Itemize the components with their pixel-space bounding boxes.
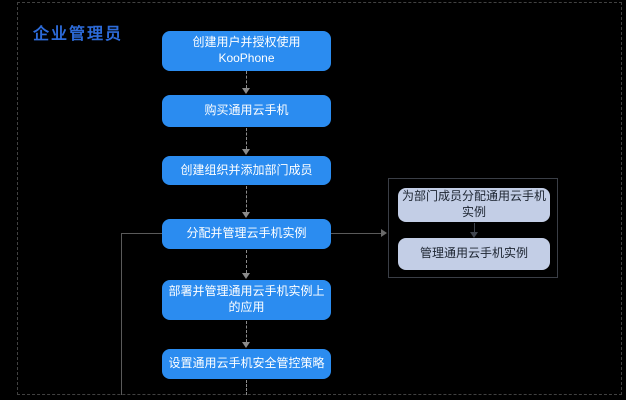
swimlane-title: 企业管理员: [33, 26, 124, 43]
flow-node-purchase-cloud-phone: 购买通用云手机: [162, 95, 331, 127]
connector-continuation-line: [246, 380, 247, 395]
loop-line-horizontal: [121, 233, 162, 234]
flow-node-create-user: 创建用户并授权使用 KooPhone: [162, 31, 331, 71]
arrow-down-icon: [242, 273, 250, 279]
connector-line-3: [246, 186, 247, 212]
arrow-down-icon: [242, 342, 250, 348]
connector-line-5: [246, 321, 247, 342]
branch-inner-connector-line: [474, 223, 475, 232]
arrow-down-icon: [242, 149, 250, 155]
flow-node-deploy-apps: 部署并管理通用云手机实例上 的应用: [162, 280, 331, 320]
flow-node-create-org: 创建组织并添加部门成员: [162, 156, 331, 185]
arrow-down-icon: [470, 232, 478, 238]
arrow-down-icon: [242, 88, 250, 94]
loop-line-vertical: [121, 233, 122, 395]
connector-line-4: [246, 250, 247, 273]
arrow-right-icon: [381, 229, 387, 237]
branch-node-assign-member-instances: 为部门成员分配通用云手机 实例: [398, 188, 550, 222]
connector-line-1: [246, 71, 247, 88]
arrow-down-icon: [242, 212, 250, 218]
flow-node-assign-manage-instances: 分配并管理云手机实例: [162, 219, 331, 249]
connector-line-2: [246, 128, 247, 149]
flow-node-security-policy: 设置通用云手机安全管控策略: [162, 349, 331, 379]
branch-connector-line: [331, 233, 381, 234]
branch-node-manage-instances: 管理通用云手机实例: [398, 238, 550, 270]
